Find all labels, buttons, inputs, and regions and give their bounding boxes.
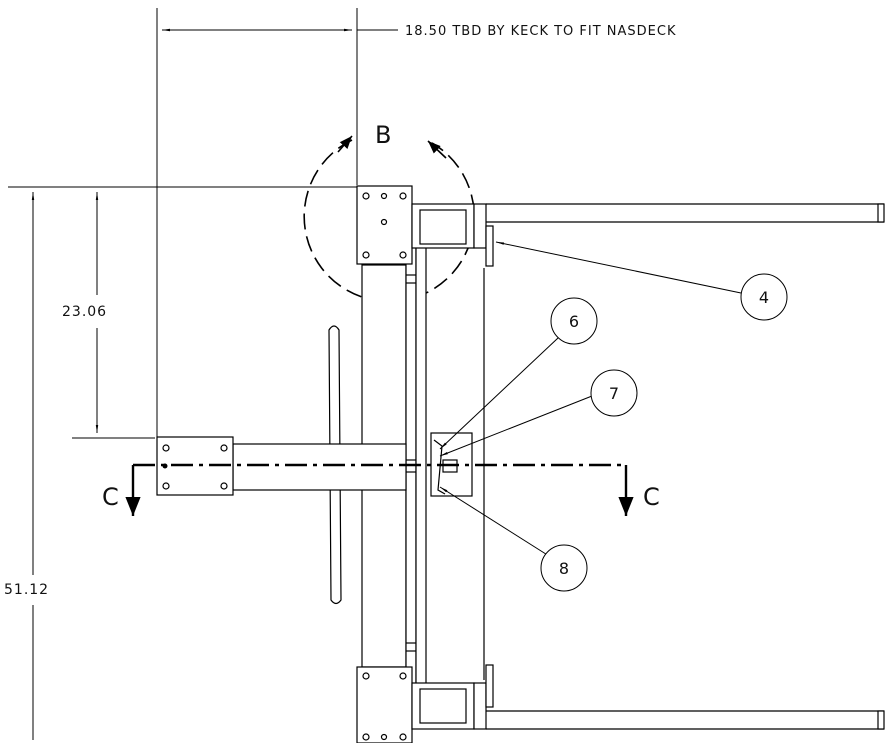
dimension-51-12: 51.12 [4,582,49,598]
dimension-note-top: 18.50 TBD BY KECK TO FIT NASDECK [405,24,677,39]
top-channel [411,203,885,267]
section-label-c-right: C [643,483,660,511]
balloon-leaders [439,241,742,557]
horizontal-arm [156,436,416,496]
detail-circle-b [303,135,475,303]
section-line-c [125,463,634,516]
bottom-mounting-plate [356,666,413,743]
dimension-23-06: 23.06 [62,304,107,320]
bottom-channel [411,664,885,730]
dimension-18-50 [156,8,398,437]
svg-text:6: 6 [569,312,579,331]
balloon-8: 8 [540,544,588,592]
detail-label-b: B [375,121,391,149]
top-mounting-plate [356,185,413,265]
section-origin-dot [162,463,168,469]
balloon-7: 7 [590,369,638,417]
balloon-6: 6 [550,297,598,345]
dimension-vertical-lines [8,186,360,740]
svg-text:8: 8 [559,559,569,578]
section-label-c-left: C [102,483,119,511]
svg-text:7: 7 [609,384,619,403]
svg-text:4: 4 [759,288,769,307]
balloon-4: 4 [740,273,788,321]
